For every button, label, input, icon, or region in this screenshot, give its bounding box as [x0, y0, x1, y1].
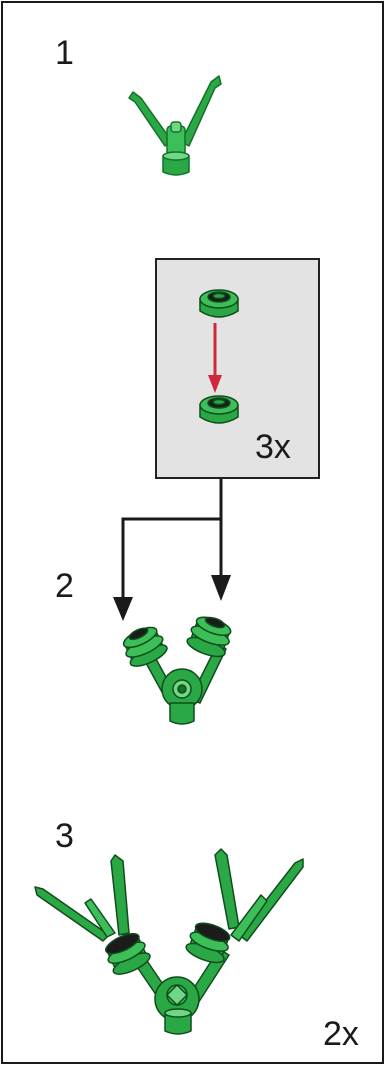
step2-assembly — [122, 616, 232, 725]
arrow-head-left — [113, 597, 133, 621]
step3-assembly — [34, 848, 304, 1035]
round-plate-bottom — [199, 395, 239, 424]
arrow-head-right — [211, 575, 231, 601]
step-number-3: 3 — [55, 817, 74, 855]
step1-branch-piece — [128, 75, 222, 176]
step-number-2: 2 — [55, 567, 74, 605]
callout-quantity: 3x — [255, 428, 291, 466]
round-plate-top — [199, 289, 239, 318]
final-quantity: 2x — [323, 1015, 359, 1053]
red-attach-arrow — [208, 323, 222, 393]
sub-assembly-callout: 3x — [155, 258, 320, 479]
callout-connector-arrows — [113, 479, 231, 621]
step-number-1: 1 — [55, 34, 74, 72]
